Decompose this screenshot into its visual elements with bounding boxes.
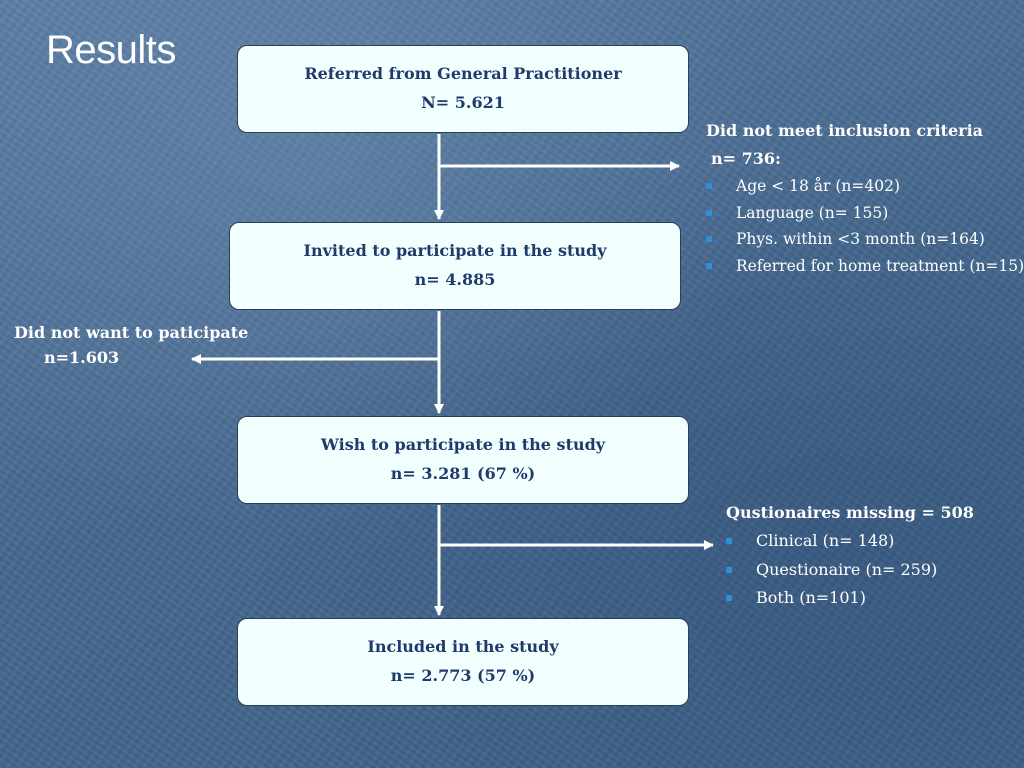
missing-item-text: Both (n=101) bbox=[756, 588, 866, 607]
exclusion-item: Age < 18 år (n=402) bbox=[706, 173, 1024, 200]
box-wish: Wish to participate in the study n= 3.28… bbox=[237, 416, 689, 504]
box-wish-count: n= 3.281 (67 %) bbox=[390, 464, 536, 483]
exclusion-heading: Did not meet inclusion criteria bbox=[706, 121, 984, 140]
exclusion-item: Language (n= 155) bbox=[706, 200, 1024, 227]
box-referred: Referred from General Practitioner N= 5.… bbox=[237, 45, 689, 133]
exclusion-block: Did not meet inclusion criteria n= 736: … bbox=[706, 117, 1024, 279]
exclusion-item-text: Phys. within <3 month (n=164) bbox=[736, 230, 985, 248]
exclusion-list: Age < 18 år (n=402) Language (n= 155) Ph… bbox=[706, 173, 1024, 279]
box-invited-count: n= 4.885 bbox=[414, 270, 496, 289]
box-wish-label: Wish to participate in the study bbox=[320, 435, 606, 454]
declined-heading: Did not want to paticipate bbox=[14, 323, 249, 342]
exclusion-count: n= 736: bbox=[711, 149, 781, 168]
box-referred-label: Referred from General Practitioner bbox=[304, 64, 622, 83]
bullet-icon bbox=[706, 183, 712, 189]
exclusion-item-text: Age < 18 år (n=402) bbox=[736, 177, 901, 195]
box-invited-label: Invited to participate in the study bbox=[303, 241, 607, 260]
box-included-count: n= 2.773 (57 %) bbox=[390, 666, 536, 685]
exclusion-item-text: Referred for home treatment (n=15) bbox=[736, 256, 1024, 275]
exclusion-item: Referred for home treatment (n=15) bbox=[706, 253, 1024, 280]
box-included: Included in the study n= 2.773 (57 %) bbox=[237, 618, 689, 706]
missing-item-text: Questionaire (n= 259) bbox=[756, 559, 938, 579]
missing-item: Questionaire (n= 259) bbox=[726, 556, 974, 585]
bullet-icon bbox=[726, 595, 732, 601]
box-referred-count: N= 5.621 bbox=[421, 93, 505, 112]
bullet-icon bbox=[706, 262, 712, 269]
missing-item: Clinical (n= 148) bbox=[726, 527, 974, 556]
missing-list: Clinical (n= 148) Questionaire (n= 259) … bbox=[726, 527, 974, 613]
box-invited: Invited to participate in the study n= 4… bbox=[229, 222, 681, 310]
declined-block: Did not want to paticipate n=1.603 bbox=[14, 320, 248, 370]
bullet-icon bbox=[726, 538, 732, 544]
slide-title: Results bbox=[46, 28, 176, 72]
bullet-icon bbox=[706, 236, 712, 242]
missing-heading: Qustionaires missing = 508 bbox=[726, 503, 974, 522]
exclusion-item: Phys. within <3 month (n=164) bbox=[706, 226, 1024, 253]
box-included-label: Included in the study bbox=[367, 637, 559, 656]
missing-item-text: Clinical (n= 148) bbox=[756, 531, 895, 550]
exclusion-item-text: Language (n= 155) bbox=[736, 203, 889, 222]
missing-item: Both (n=101) bbox=[726, 584, 974, 613]
missing-block: Qustionaires missing = 508 Clinical (n= … bbox=[726, 499, 974, 613]
declined-count: n=1.603 bbox=[44, 348, 120, 367]
bullet-icon bbox=[706, 209, 712, 216]
bullet-icon bbox=[726, 566, 732, 573]
